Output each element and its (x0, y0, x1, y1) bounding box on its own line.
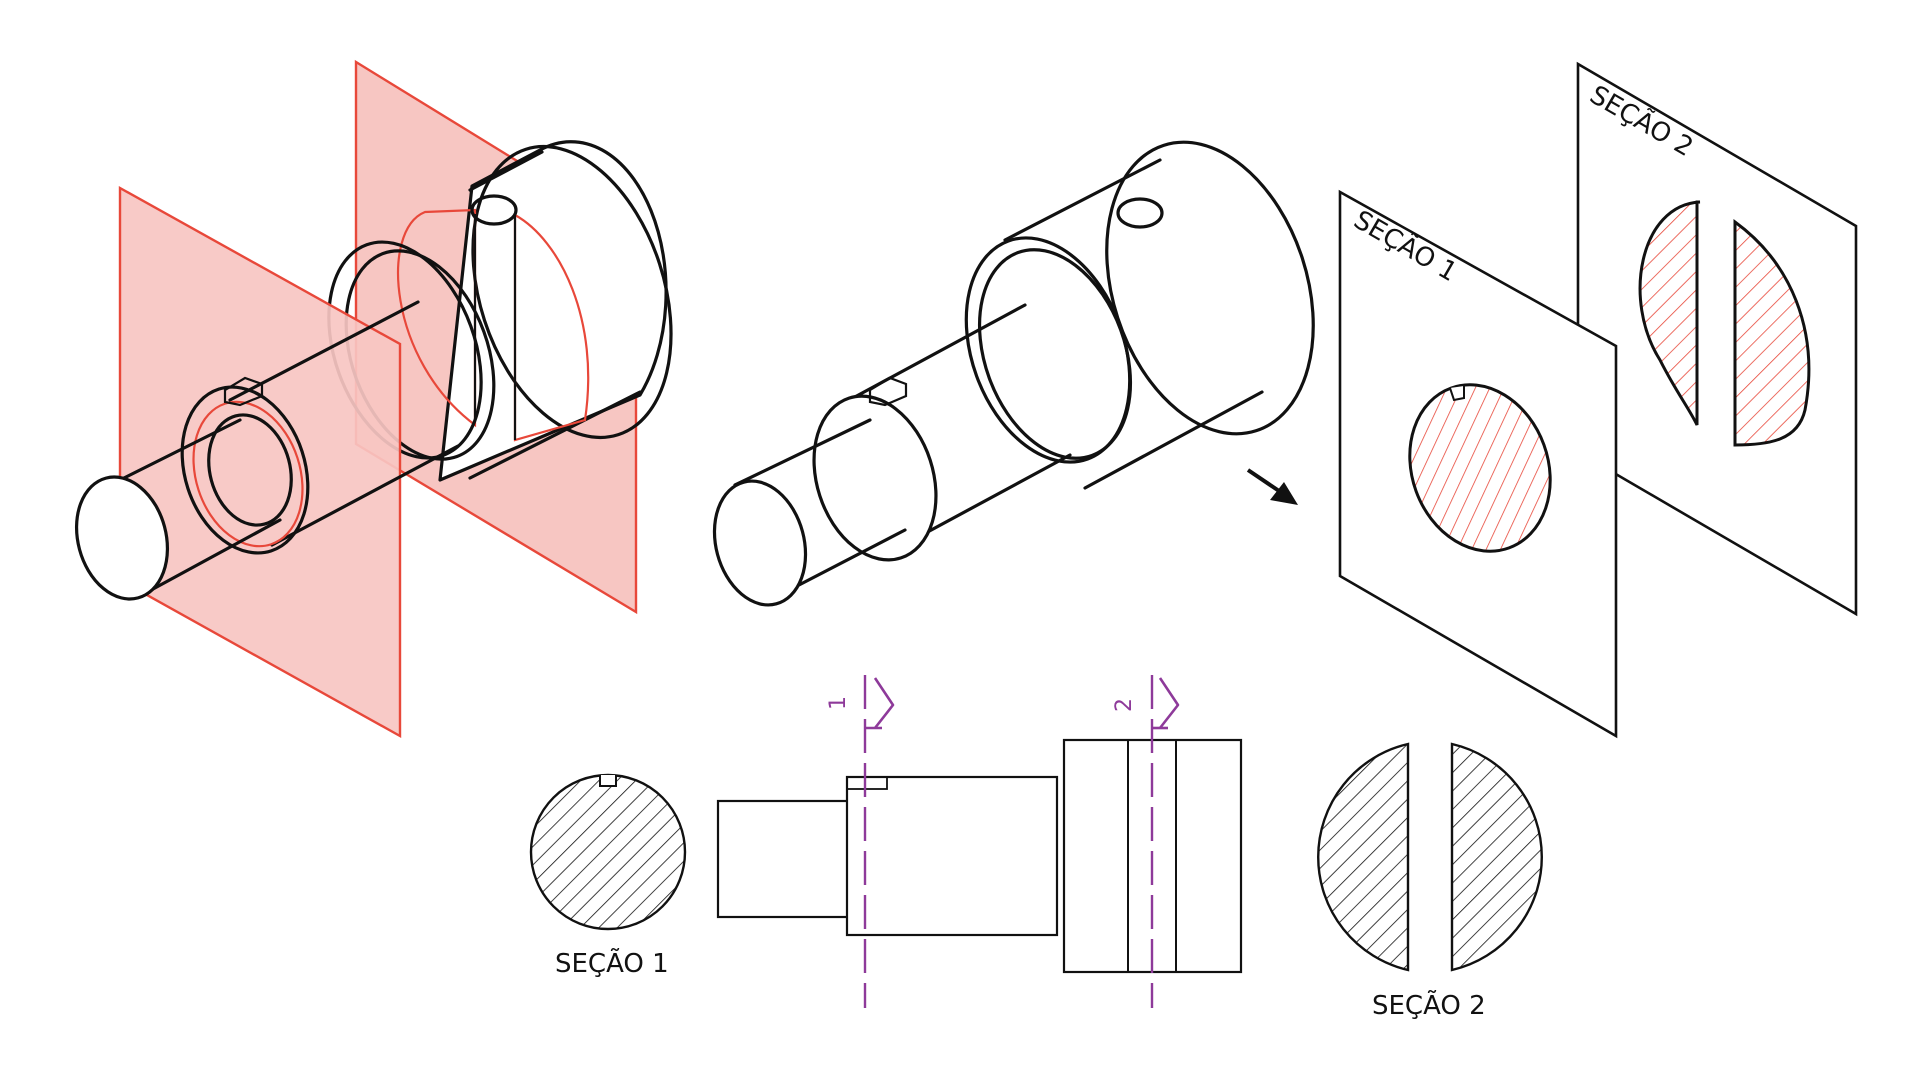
isometric-shaft-with-cut-planes (74, 59, 673, 739)
large-cylinder (397, 140, 673, 482)
medium-cylinder (180, 300, 460, 555)
small-cylinder (74, 413, 293, 601)
cut-line-1: 1 (826, 675, 895, 1008)
section-2-label: SEÇÃO 2 (1372, 989, 1486, 1021)
cut-2-number: 2 (1112, 698, 1137, 712)
cut-plane-1 (118, 185, 402, 739)
section-2-view: SEÇÃO 2 (1317, 742, 1543, 1021)
cut-line-2: 2 (1112, 675, 1180, 1008)
arrow-down-right-icon (1246, 468, 1298, 505)
hole (1116, 197, 1164, 229)
section-1-panel: SEÇÃO 1 (1338, 189, 1618, 739)
cut-1-number: 1 (826, 696, 851, 710)
section-1-view: SEÇÃO 1 (529, 773, 687, 979)
section-1-label: SEÇÃO 1 (555, 947, 669, 979)
section-2-panel: SEÇÃO 2 (1576, 61, 1858, 617)
isometric-shaft (712, 140, 1315, 607)
front-view (716, 738, 1243, 974)
